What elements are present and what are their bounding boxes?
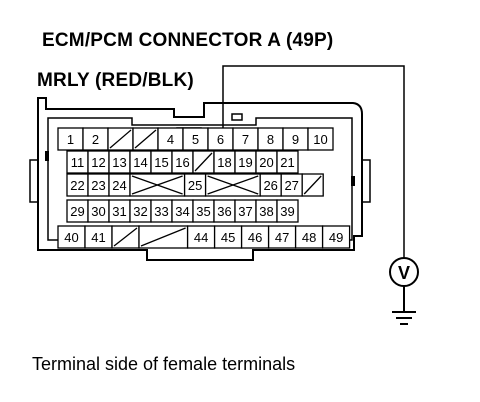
terminal-label: 38 bbox=[259, 204, 273, 219]
terminal-label: 16 bbox=[175, 155, 189, 170]
terminal-label: 44 bbox=[194, 230, 208, 245]
terminal-label: 4 bbox=[167, 132, 174, 147]
terminal-label: 14 bbox=[133, 155, 147, 170]
left-tab bbox=[45, 151, 49, 161]
terminal-label: 35 bbox=[196, 204, 210, 219]
terminal-label: 19 bbox=[238, 155, 252, 170]
terminal-label: 32 bbox=[133, 204, 147, 219]
ground-symbol bbox=[392, 286, 416, 325]
probe-wire bbox=[222, 65, 405, 258]
voltmeter-label: V bbox=[398, 263, 410, 283]
terminal-label: 36 bbox=[217, 204, 231, 219]
terminal-label: 37 bbox=[238, 204, 252, 219]
terminal-label: 12 bbox=[91, 155, 105, 170]
terminal-label: 24 bbox=[112, 178, 126, 193]
blocked-terminal-cross bbox=[207, 175, 259, 195]
terminal-cell-21 bbox=[276, 150, 299, 174]
terminal-label: 10 bbox=[313, 132, 327, 147]
terminal-label: 20 bbox=[259, 155, 273, 170]
terminal-label: 5 bbox=[192, 132, 199, 147]
terminal-label: 2 bbox=[92, 132, 99, 147]
terminal-label: 8 bbox=[267, 132, 274, 147]
terminal-label: 33 bbox=[154, 204, 168, 219]
terminal-label: 22 bbox=[70, 178, 84, 193]
empty-terminal-slash bbox=[134, 129, 157, 149]
empty-terminal-slash bbox=[194, 152, 213, 172]
empty-terminal-slash bbox=[140, 227, 186, 247]
terminal-label: 18 bbox=[217, 155, 231, 170]
terminal-label: 26 bbox=[263, 178, 277, 193]
terminal-cell-39 bbox=[276, 199, 299, 223]
left-lock bbox=[29, 159, 39, 203]
terminal-label: 47 bbox=[275, 230, 289, 245]
terminal-label: 39 bbox=[280, 204, 294, 219]
terminal-label: 9 bbox=[292, 132, 299, 147]
terminal-label: 46 bbox=[248, 230, 262, 245]
terminal-label: 1 bbox=[67, 132, 74, 147]
terminal-label: 29 bbox=[70, 204, 84, 219]
connector-title: ECM/PCM CONNECTOR A (49P) bbox=[42, 30, 334, 51]
terminal-label: 27 bbox=[284, 178, 298, 193]
wire-label: MRLY (RED/BLK) bbox=[37, 70, 194, 91]
right-lock bbox=[361, 159, 371, 203]
empty-terminal-slash bbox=[303, 175, 322, 195]
terminal-label: 21 bbox=[280, 155, 294, 170]
terminal-label: 49 bbox=[329, 230, 343, 245]
top-tab bbox=[231, 113, 243, 121]
terminal-label: 48 bbox=[302, 230, 316, 245]
terminal-label: 23 bbox=[91, 178, 105, 193]
terminal-label: 25 bbox=[188, 178, 202, 193]
terminal-label: 34 bbox=[175, 204, 189, 219]
right-tab bbox=[351, 176, 355, 186]
terminal-cell-49 bbox=[321, 225, 351, 249]
caption: Terminal side of female terminals bbox=[32, 354, 296, 374]
terminal-cell-10 bbox=[307, 127, 334, 151]
terminal-label: 40 bbox=[64, 230, 78, 245]
terminal-label: 6 bbox=[217, 132, 224, 147]
terminal-label: 11 bbox=[71, 155, 85, 170]
empty-terminal-slash bbox=[113, 227, 138, 247]
terminal-label: 13 bbox=[112, 155, 126, 170]
terminal-label: 41 bbox=[91, 230, 105, 245]
terminal-label: 15 bbox=[154, 155, 168, 170]
connector-housing bbox=[37, 97, 363, 261]
terminal-label: 45 bbox=[221, 230, 235, 245]
terminal-label: 7 bbox=[242, 132, 249, 147]
blocked-terminal-cross bbox=[131, 175, 183, 195]
empty-terminal-slash bbox=[109, 129, 132, 149]
terminal-label: 30 bbox=[91, 204, 105, 219]
terminal-label: 31 bbox=[112, 204, 126, 219]
